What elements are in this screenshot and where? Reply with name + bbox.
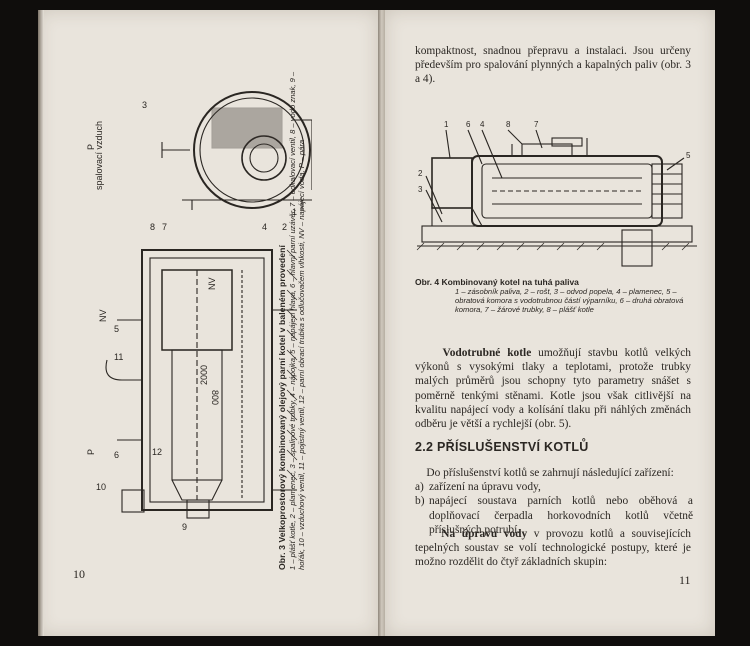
label-n8: 8 — [150, 222, 155, 232]
uprava-lead: Na úpravu vody — [441, 528, 528, 540]
list-item-text: napájecí soustava parních kotlů nebo obě… — [429, 495, 693, 536]
figure-3-boiler-diagram: spalovací vzduch NV NV P P 2000 800 3 1 … — [86, 91, 312, 530]
fig4-label-5: 5 — [686, 151, 691, 160]
label-n6: 6 — [114, 450, 119, 460]
left-page — [38, 10, 380, 636]
fig4-label-3: 3 — [418, 185, 423, 194]
label-n7: 7 — [162, 222, 167, 232]
label-spalovaci-vzduch: spalovací vzduch — [94, 121, 104, 190]
list-item: a) zařízení na úpravu vody, — [415, 480, 693, 494]
figure-4-boiler-diagram: 1 6 4 8 7 5 2 3 — [416, 120, 697, 267]
label-dim-800: 800 — [210, 390, 220, 405]
label-n5: 5 — [114, 324, 119, 334]
fig4-label-8: 8 — [506, 120, 511, 129]
label-n11: 11 — [114, 352, 123, 362]
list-item-label: a) — [415, 481, 424, 494]
fig4-label-2: 2 — [418, 169, 423, 178]
fig4-label-1: 1 — [444, 120, 449, 129]
figure-3-caption: Obr. 3 Velkoprostorový kombinovaný olejo… — [277, 50, 307, 570]
label-n12: 12 — [152, 447, 162, 457]
fig4-label-4: 4 — [480, 120, 485, 129]
intro-paragraph: kompaktnost, snadnou přepravu a instalac… — [415, 45, 691, 86]
fig4-label-6: 6 — [466, 120, 471, 129]
label-p-bottom: P — [86, 449, 96, 455]
accessories-list: Do příslušenství kotlů se zahrnují násle… — [415, 466, 693, 537]
vodotrubne-paragraph: Vodotrubné kotle umožňují stavbu kotlů v… — [415, 346, 691, 431]
label-n10: 10 — [96, 482, 106, 492]
label-n3: 3 — [142, 100, 147, 110]
figure-4-caption: Obr. 4 Kombinovaný kotel na tuhá paliva … — [415, 277, 695, 315]
label-n9: 9 — [182, 522, 187, 530]
label-nv-left: NV — [98, 309, 108, 322]
vodotrubne-lead: Vodotrubné kotle — [442, 347, 532, 359]
fig4-label-7: 7 — [534, 120, 539, 129]
label-dim-2000: 2000 — [199, 365, 209, 385]
page-number-right: 11 — [679, 573, 691, 587]
figure-4-caption-title: Obr. 4 Kombinovaný kotel na tuhá paliva — [415, 277, 579, 287]
uprava-paragraph: Na úpravu vody v provozu kotlů a souvise… — [415, 527, 691, 570]
list-item-text: zařízení na úpravu vody, — [429, 481, 541, 494]
label-n4: 4 — [262, 222, 267, 232]
right-page — [385, 10, 715, 636]
list-item: b) napájecí soustava parních kotlů nebo … — [415, 494, 693, 537]
list-item-label: b) — [415, 495, 425, 508]
list-intro: Do příslušenství kotlů se zahrnují násle… — [426, 467, 674, 479]
vodotrubne-text: umožňují stavbu kotlů velkých výkonů s v… — [415, 347, 691, 431]
figure-4-caption-text: 1 – zásobník paliva, 2 – rošt, 3 – odvod… — [455, 287, 684, 315]
label-n1: 1 — [292, 207, 297, 217]
book-gutter — [378, 10, 387, 636]
figure-3-caption-text: 1 – plášť kotle, 2 – plamenec, 3 – spali… — [288, 71, 307, 570]
figure-3-caption-title: Obr. 3 Velkoprostorový kombinovaný olejo… — [277, 245, 288, 570]
uprava-text: v provozu kotlů a souvisejících tepelnýc… — [415, 528, 691, 569]
page-edge-shadow — [38, 10, 44, 636]
section-heading: 2.2 PŘÍSLUŠENSTVÍ KOTLŮ — [415, 440, 589, 454]
left-page-caption-area: Obr. 3 Velkoprostorový kombinovaný olejo… — [62, 40, 362, 580]
label-p-top: P — [86, 144, 96, 150]
label-nv-right: NV — [207, 277, 217, 290]
page-number-left: 10 — [73, 567, 85, 581]
label-n2: 2 — [282, 222, 287, 232]
